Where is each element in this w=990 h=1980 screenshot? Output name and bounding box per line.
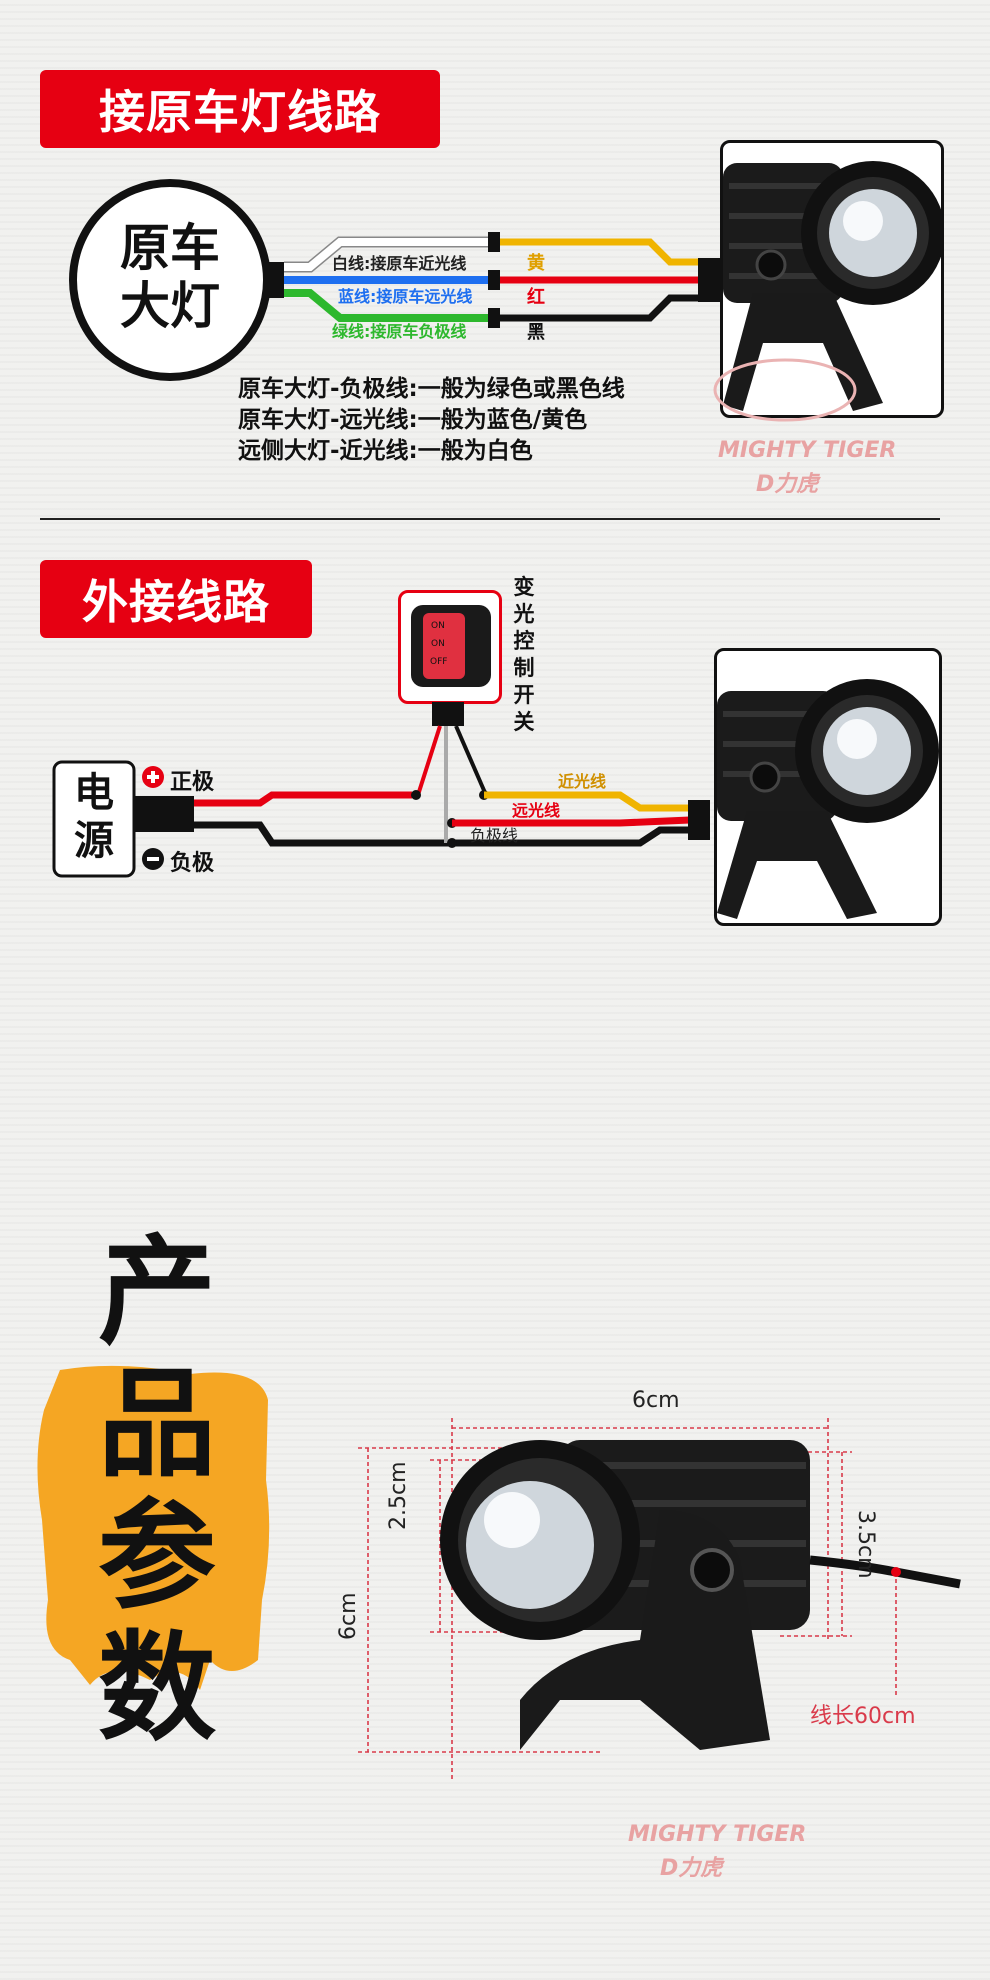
yellow-wire <box>500 238 700 266</box>
section2-title: 外接线路 <box>40 560 312 638</box>
watermark-brand-cn-1: D力虎 <box>756 472 819 497</box>
low-beam-label: 近光线 <box>558 772 607 791</box>
low-beam-wire <box>484 791 690 812</box>
headlight-label-line1: 原车 <box>120 219 220 277</box>
power-label-line2: 源 <box>74 818 114 864</box>
lamp-image-box-2 <box>714 648 942 926</box>
black-wire <box>500 294 700 322</box>
note-3: 远侧大灯-近光线:一般为白色 <box>238 438 533 464</box>
lamp-image-box-1 <box>720 140 944 418</box>
positive-label: 正极 <box>170 770 215 795</box>
green-wire-label: 绿线:接原车负极线 <box>332 322 467 341</box>
negative-label: 负极 <box>170 851 215 876</box>
green-wire <box>284 289 490 322</box>
high-beam-label: 远光线 <box>512 801 561 820</box>
note-2: 原车大灯-远光线:一般为蓝色/黄色 <box>238 407 588 433</box>
section3-title-char-3: 参 <box>97 1487 216 1625</box>
orange-brush-block <box>37 1365 270 1690</box>
section1-title: 接原车灯线路 <box>40 70 440 148</box>
yellow-wire-label: 黄 <box>527 253 545 274</box>
note-1: 原车大灯-负极线:一般为绿色或黑色线 <box>238 376 625 402</box>
switch-button-on-2: ON <box>431 639 445 649</box>
section-divider <box>40 518 940 520</box>
switch-black-wire-2 <box>454 725 488 796</box>
switch-connector <box>432 702 464 726</box>
watermark-brand-2: MIGHTY TIGER <box>628 1822 807 1847</box>
dimmer-switch-box: ON ON OFF <box>398 590 502 704</box>
switch-red-wire <box>416 725 442 796</box>
lamp-screw <box>690 1548 734 1592</box>
lamp-connector-2 <box>688 800 710 840</box>
switch-button-off: OFF <box>430 657 448 667</box>
section3-title-char-1: 产 <box>97 1223 216 1361</box>
tiger-watermark-1 <box>713 358 857 422</box>
headlight-circle <box>69 179 271 381</box>
section3-title-char-4: 数 <box>97 1619 216 1757</box>
headlight-connector <box>268 262 284 298</box>
section1-title-text: 接原车灯线路 <box>99 85 381 139</box>
power-label-line1: 电 <box>74 770 114 816</box>
red-wire-label: 红 <box>527 287 545 308</box>
watermark-brand-1: MIGHTY TIGER <box>718 438 897 463</box>
switch-image <box>411 605 491 687</box>
spotlight-image-2 <box>717 679 939 919</box>
positive-wire <box>194 791 412 807</box>
section1-wiring <box>69 179 720 381</box>
negative-wire-label: 负极线 <box>470 826 519 845</box>
dim-width-label: 6cm <box>632 1388 680 1413</box>
lamp-connector <box>698 258 720 302</box>
dim-total-height-label: 6cm <box>336 1592 361 1640</box>
dim-body-height-label: 3.5cm <box>853 1510 878 1579</box>
blue-wire-label: 蓝线:接原车远光线 <box>338 287 473 306</box>
dim-lens-height-label: 2.5cm <box>386 1461 411 1530</box>
section3-title-char-2: 品 <box>97 1355 216 1493</box>
connector-1 <box>488 232 500 252</box>
spotlight-image-1 <box>723 161 941 411</box>
black-wire-label: 黑 <box>527 322 545 343</box>
switch-label: 变光控制开关 <box>513 575 535 734</box>
dim-wire-length-label: 线长60cm <box>810 1704 916 1729</box>
connector-2 <box>488 270 500 290</box>
watermark-brand-cn-2: D力虎 <box>660 1856 723 1881</box>
white-wire-label: 白线:接原车近光线 <box>332 254 467 273</box>
section2-wiring <box>52 702 710 878</box>
switch-button-on-1: ON <box>431 621 445 631</box>
power-connector <box>134 796 194 832</box>
lamp-cable <box>809 1555 961 1589</box>
connector-3 <box>488 308 500 328</box>
section2-title-text: 外接线路 <box>82 575 270 629</box>
high-beam-wire <box>452 816 691 827</box>
headlight-label-line2: 大灯 <box>120 277 220 335</box>
